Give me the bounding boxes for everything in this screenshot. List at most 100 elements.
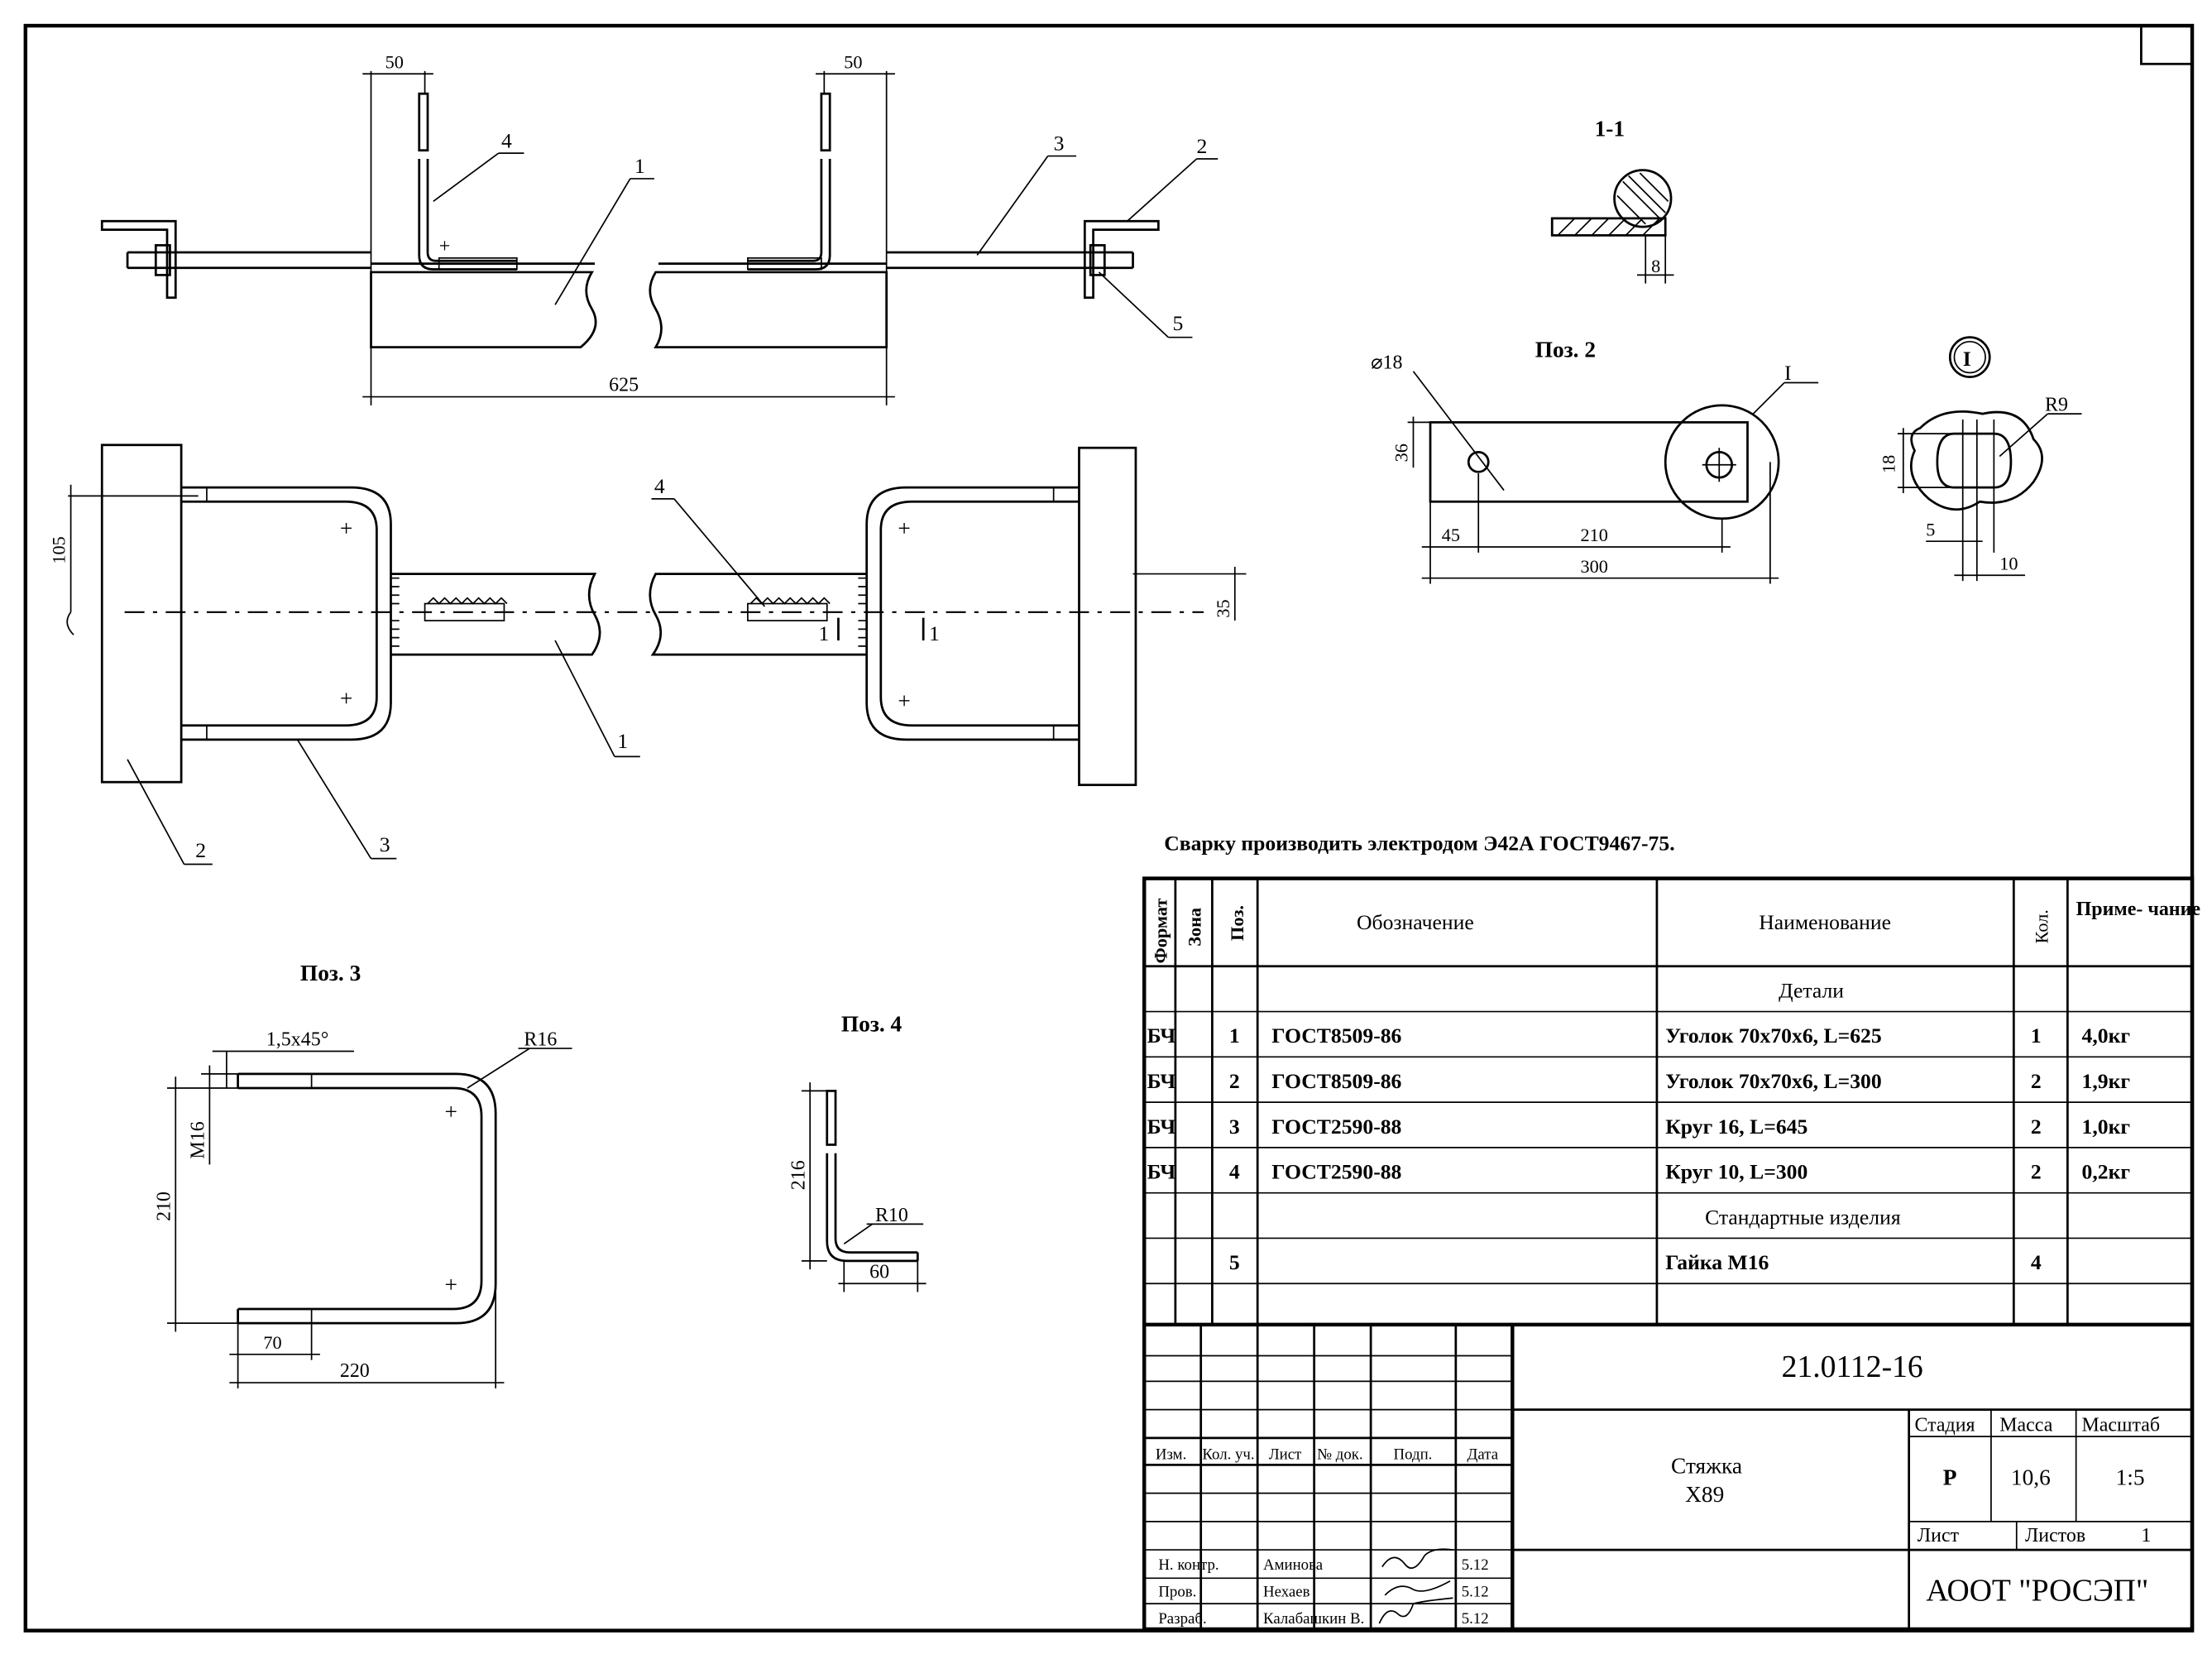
spec-header-qty: Кол. — [2031, 909, 2052, 943]
dim-plan-35: 35 — [1213, 599, 1233, 617]
spec-cell-note: 0,2кг — [2082, 1160, 2131, 1184]
spec-cell-qty: 2 — [2031, 1115, 2042, 1139]
revision-header: Кол. уч. — [1202, 1446, 1254, 1464]
spec-header-zone: Зона — [1185, 908, 1205, 947]
side-view: + 50 50 625 4 1 3 2 5 — [100, 51, 1219, 405]
spec-cell-name: Уголок 70x70x6, L=300 — [1665, 1069, 1881, 1093]
role-label: Н. контр. — [1158, 1556, 1219, 1574]
svg-text:+: + — [340, 686, 352, 711]
spec-cell-name: Круг 10, L=300 — [1665, 1160, 1807, 1184]
revision-header: Подп. — [1394, 1446, 1433, 1464]
spec-header-note-text: Приме- чание — [2076, 899, 2201, 920]
dim-p2-45: 45 — [1442, 525, 1460, 545]
role-name: Аминова — [1263, 1556, 1324, 1574]
spec-cell-name: Круг 16, L=645 — [1665, 1115, 1807, 1139]
stage-value: Р — [1943, 1465, 1957, 1489]
spec-cell-format: БЧ — [1147, 1115, 1176, 1139]
spec-table: Формат Зона Поз. Обозначение Наименовани… — [1142, 876, 2201, 1632]
leader-side-5: 5 — [1172, 311, 1183, 335]
spec-cell-name: Уголок 70x70x6, L=625 — [1665, 1024, 1881, 1048]
mass-label: Масса — [1999, 1414, 2052, 1436]
spec-cell-designation: ГОСТ8509-86 — [1271, 1024, 1401, 1048]
spec-cell-note: 1,9кг — [2082, 1069, 2131, 1093]
spec-header-format: Формат — [1151, 899, 1171, 964]
spec-cell-note: 4,0кг — [2082, 1024, 2131, 1048]
spec-cell-format: БЧ — [1147, 1069, 1176, 1093]
role-label: Пров. — [1158, 1584, 1196, 1601]
dim-p3-220: 220 — [340, 1360, 370, 1382]
dim-top-50-right: 50 — [844, 51, 862, 72]
spec-section-standard: Стандартные изделия — [1705, 1205, 1901, 1229]
dim-det-18: 18 — [1879, 455, 1899, 473]
spec-cell-format: БЧ — [1147, 1024, 1176, 1048]
role-name: Калабашкин В. — [1263, 1610, 1364, 1628]
section-1-1-title: 1-1 — [1595, 117, 1625, 141]
role-date: 5.12 — [1462, 1610, 1489, 1628]
dim-top-50-left: 50 — [385, 51, 404, 72]
role-name: Нехаев — [1263, 1584, 1310, 1601]
spec-cell-name: Гайка М16 — [1665, 1250, 1769, 1274]
sheets-value: 1 — [2141, 1525, 2151, 1546]
pos4-view: Поз. 4 216 R10 60 — [788, 1012, 926, 1292]
signature-1 — [1381, 1548, 1453, 1570]
dim-p3-r16: R16 — [524, 1029, 557, 1051]
dim-p4-60: 60 — [869, 1261, 889, 1283]
leader-side-4: 4 — [501, 128, 512, 152]
spec-header-name: Наименование — [1759, 910, 1891, 934]
dim-det-10: 10 — [1999, 553, 2018, 573]
spec-cell-qty: 2 — [2031, 1160, 2042, 1184]
spec-header-pos: Поз. — [1227, 905, 1247, 941]
dim-plan-105: 105 — [49, 536, 69, 563]
spec-cell-qty: 2 — [2031, 1069, 2042, 1093]
svg-text:+: + — [898, 688, 910, 713]
pos3-title: Поз. 3 — [300, 961, 361, 985]
dim-p2-d18: ⌀18 — [1371, 352, 1402, 373]
svg-text:+: + — [439, 236, 451, 257]
leader-side-3: 3 — [1054, 132, 1065, 156]
doc-number: 21.0112-16 — [1782, 1350, 1923, 1384]
leader-plan-3: 3 — [380, 832, 390, 856]
spec-header-designation: Обозначение — [1357, 910, 1474, 934]
dim-det-r9: R9 — [2045, 395, 2068, 416]
dim-p3-chamfer: 1,5x45° — [266, 1029, 328, 1051]
role-date: 5.12 — [1462, 1584, 1489, 1601]
revision-header: Лист — [1269, 1446, 1301, 1464]
spec-cell-qty: 4 — [2031, 1250, 2042, 1274]
spec-cell-format: БЧ — [1147, 1160, 1176, 1184]
spec-cell-pos: 2 — [1229, 1069, 1240, 1093]
detail-I-view: I 18 R9 5 10 — [1879, 336, 2082, 582]
leader-side-2: 2 — [1197, 134, 1208, 158]
plan-view: + + + + 105 35 1 1 4 — [49, 444, 1247, 865]
title-line-2: Х89 — [1685, 1482, 1724, 1507]
pos2-title: Поз. 2 — [1535, 338, 1596, 362]
dim-p4-216: 216 — [788, 1160, 809, 1190]
detail-I-mark: I — [1963, 347, 1971, 371]
dim-p2-210: 210 — [1580, 525, 1607, 545]
corner-box — [2140, 24, 2194, 65]
signature-3 — [1378, 1597, 1453, 1624]
pos2-view: Поз. 2 ⌀18 36 45 210 300 I — [1371, 338, 1819, 584]
spec-cell-pos: 5 — [1229, 1250, 1240, 1274]
welding-note: Сварку производить электродом Э42А ГОСТ9… — [1164, 831, 1674, 855]
revision-header: Изм. — [1156, 1446, 1186, 1464]
scale-value: 1:5 — [2116, 1465, 2145, 1489]
stage-label: Стадия — [1914, 1414, 1975, 1436]
dim-p3-210: 210 — [153, 1192, 175, 1221]
cut-label-1b: 1 — [929, 621, 940, 645]
spec-cell-note: 1,0кг — [2082, 1115, 2131, 1139]
dim-p2-36: 36 — [1391, 444, 1412, 462]
spec-cell-pos: 3 — [1229, 1115, 1240, 1139]
spec-cell-designation: ГОСТ2590-88 — [1271, 1160, 1401, 1184]
sheet-label: Лист — [1918, 1525, 1960, 1546]
spec-cell-qty: 1 — [2031, 1024, 2042, 1048]
outer-frame — [23, 23, 2195, 1633]
dim-top-625: 625 — [609, 375, 639, 396]
spec-section-details: Детали — [1779, 978, 1844, 1002]
revision-header: № док. — [1317, 1446, 1363, 1464]
dim-p3-70: 70 — [263, 1332, 281, 1353]
scale-label: Масштаб — [2082, 1414, 2161, 1436]
